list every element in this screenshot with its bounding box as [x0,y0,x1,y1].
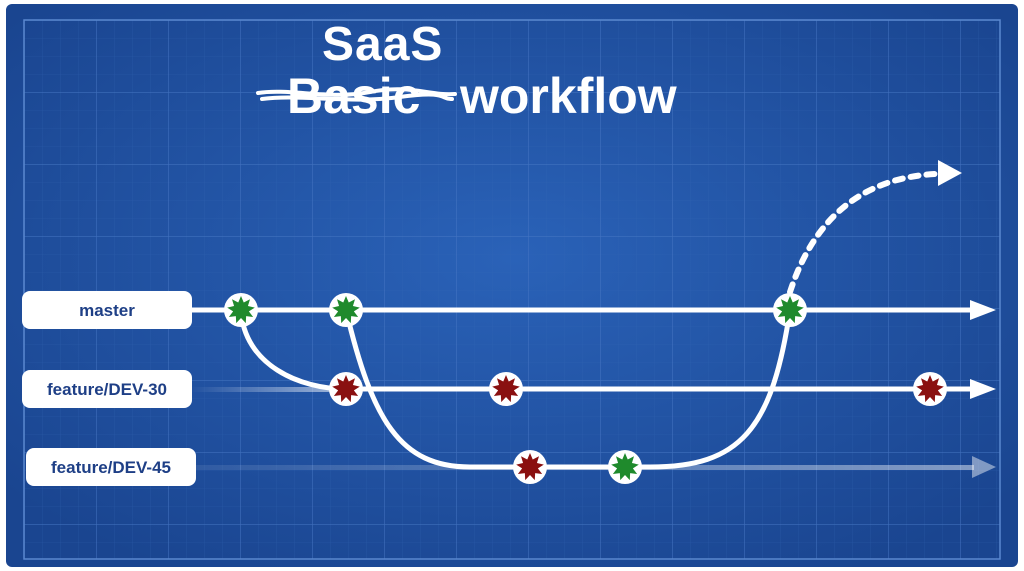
commit-dev30-2 [489,372,523,406]
commit-nodes [224,293,947,484]
commit-dev30-1 [329,372,363,406]
commit-master-1 [224,293,258,327]
dev30-fade-line [190,387,336,392]
deploy-dotted-curve [787,171,938,295]
branch-labels: master feature/DEV-30 feature/DEV-45 [22,291,196,486]
diagram-title: SaaS Basic workflow [256,18,677,124]
label-master-text: master [79,301,135,320]
merge-curve-dev45-to-master [647,307,793,470]
dev30-arrowhead [970,379,996,399]
label-dev45-text: feature/DEV-45 [51,458,171,477]
label-master-pill [22,291,192,329]
label-master: master [22,291,192,329]
label-dev45: feature/DEV-45 [26,448,196,486]
label-dev30-pill [22,370,192,408]
branch-lines [187,160,996,478]
commit-dev30-3 [913,372,947,406]
label-dev30: feature/DEV-30 [22,370,192,408]
title-handwritten: SaaS [322,18,443,71]
master-arrowhead [970,300,996,320]
commit-master-2 [329,293,363,327]
title-main-word: workflow [459,68,677,124]
commit-master-merge [773,293,807,327]
branch-curve-master-to-dev45 [343,307,653,470]
strikethrough-scribble [256,87,457,102]
label-dev45-pill [26,448,196,486]
dev45-arrowhead [972,456,996,478]
commit-dev45-1 [513,450,547,484]
deploy-arrowhead [938,160,962,186]
commit-dev45-2 [608,450,642,484]
label-dev30-text: feature/DEV-30 [47,380,167,399]
